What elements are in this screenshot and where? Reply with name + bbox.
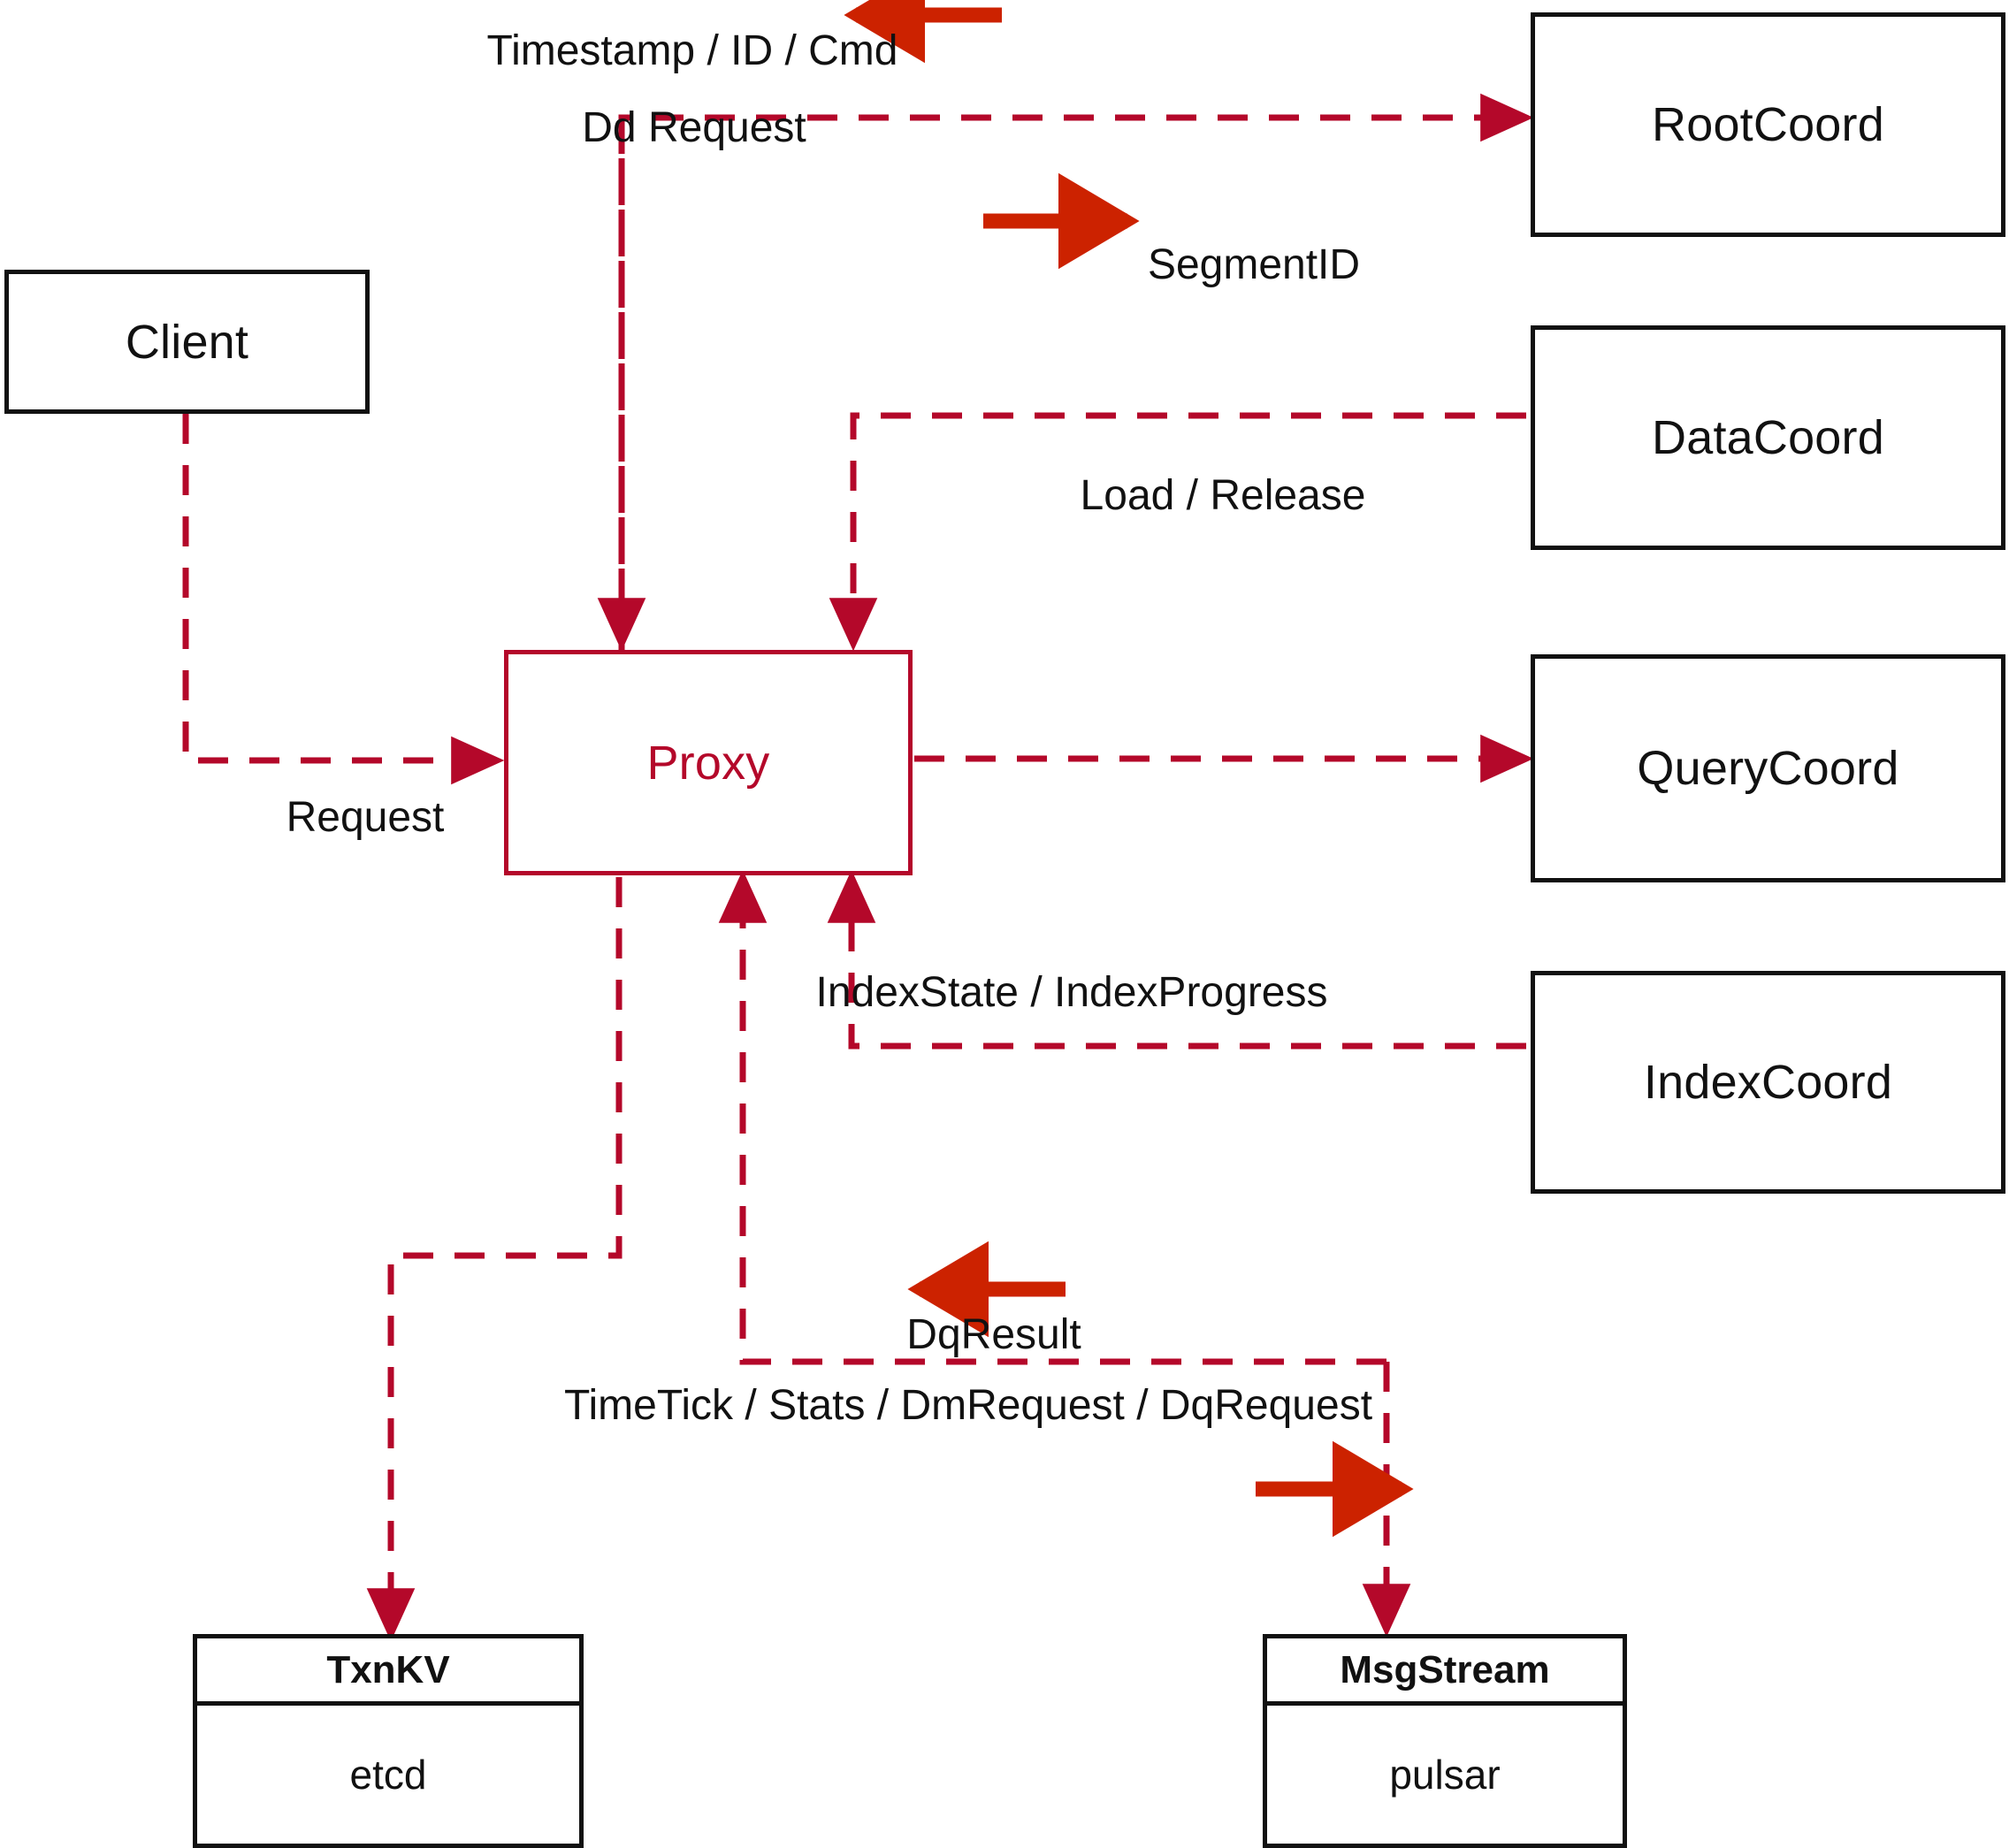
node-indexcoord[interactable]: IndexCoord	[1531, 971, 2005, 1194]
node-rootcoord-label: RootCoord	[1652, 98, 1884, 151]
node-txnkv[interactable]: TxnKV etcd	[193, 1634, 584, 1848]
node-rootcoord[interactable]: RootCoord	[1531, 12, 2005, 237]
node-client[interactable]: Client	[4, 270, 370, 414]
node-proxy[interactable]: Proxy	[504, 650, 913, 875]
edge-label-index-state-progress: IndexState / IndexProgress	[815, 969, 1328, 1016]
node-msgstream-header: MsgStream	[1267, 1638, 1623, 1706]
node-querycoord[interactable]: QueryCoord	[1531, 654, 2005, 882]
node-txnkv-body: etcd	[349, 1752, 427, 1798]
edge-label-segment-id: SegmentID	[1147, 241, 1361, 288]
node-indexcoord-label: IndexCoord	[1643, 1056, 1893, 1109]
edge-label-request: Request	[286, 794, 445, 841]
edge-label-load-release: Load / Release	[1080, 472, 1366, 519]
node-msgstream[interactable]: MsgStream pulsar	[1263, 1634, 1627, 1848]
node-txnkv-header: TxnKV	[197, 1638, 579, 1706]
edge-label-timetick-stats: TimeTick / Stats / DmRequest / DqRequest	[563, 1382, 1373, 1429]
edge-label-dd-request: Dd Request	[582, 104, 806, 151]
node-querycoord-label: QueryCoord	[1637, 742, 1899, 795]
node-msgstream-body: pulsar	[1389, 1752, 1501, 1798]
node-proxy-label: Proxy	[646, 736, 770, 790]
node-client-label: Client	[125, 315, 249, 369]
node-datacoord-label: DataCoord	[1652, 411, 1884, 464]
edge-label-dq-result: DqResult	[906, 1311, 1081, 1358]
node-datacoord[interactable]: DataCoord	[1531, 325, 2005, 550]
edge-label-timestamp-id-cmd: Timestamp / ID / Cmd	[486, 27, 898, 74]
